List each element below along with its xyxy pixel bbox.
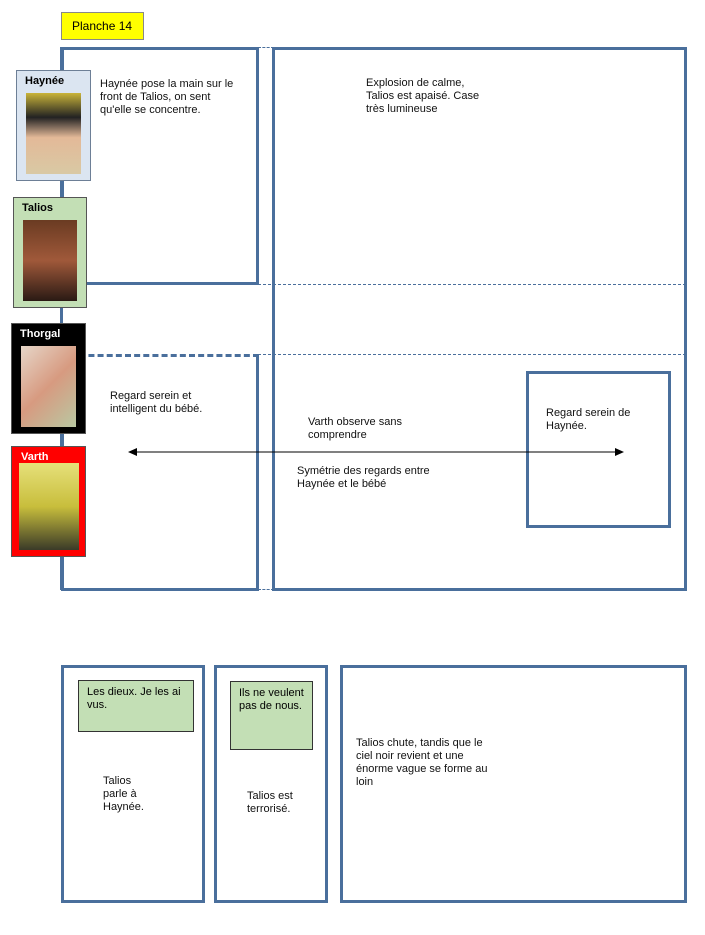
- panel-7-text: Talios chute, tandis que le ciel noir re…: [356, 737, 488, 788]
- divider: [258, 284, 686, 285]
- panel-4-symmetry-text: Symétrie des regards entre Haynée et le …: [297, 465, 430, 490]
- panel-4-inset: [526, 371, 671, 528]
- panel-4-inset-text: Regard serein de Haynée.: [546, 407, 631, 432]
- panel-1-text: Haynée pose la main sur le front de Tali…: [100, 78, 234, 116]
- panel-3-text: Regard serein et intelligent du bébé.: [110, 390, 203, 415]
- thorgal-portrait: [21, 346, 76, 427]
- panel-2: [272, 47, 687, 591]
- character-name: Talios: [22, 202, 53, 214]
- page-label: Planche 14: [61, 12, 144, 40]
- character-card-thorgal: Thorgal: [11, 323, 86, 434]
- haynee-portrait: [26, 93, 81, 174]
- speech-note-6: Ils ne veulent pas de nous.: [230, 681, 313, 750]
- panel-6: [214, 665, 328, 903]
- character-name: Varth: [21, 451, 49, 463]
- character-name: Thorgal: [20, 328, 61, 340]
- divider: [258, 354, 686, 355]
- divider: [258, 47, 274, 48]
- character-name: Haynée: [25, 75, 65, 87]
- panel-5: [61, 665, 205, 903]
- panel-7: [340, 665, 687, 903]
- panel-1: Haynée pose la main sur le front de Tali…: [61, 47, 259, 285]
- character-card-varth: Varth: [11, 446, 86, 557]
- panel-5-text: Talios parle à Haynée.: [103, 775, 144, 813]
- panel-2-text: Explosion de calme, Talios est apaisé. C…: [366, 77, 480, 115]
- character-card-haynee: Haynée: [16, 70, 91, 181]
- talios-portrait: [23, 220, 77, 301]
- character-card-talios: Talios: [13, 197, 87, 308]
- character-connector: [60, 47, 63, 590]
- divider: [258, 589, 274, 590]
- speech-note-5: Les dieux. Je les ai vus.: [78, 680, 194, 732]
- panel-4-varth-text: Varth observe sans comprendre: [308, 416, 402, 441]
- panel-6-text: Talios est terrorisé.: [247, 790, 293, 815]
- varth-portrait: [19, 463, 79, 550]
- symmetry-arrow: [128, 448, 624, 456]
